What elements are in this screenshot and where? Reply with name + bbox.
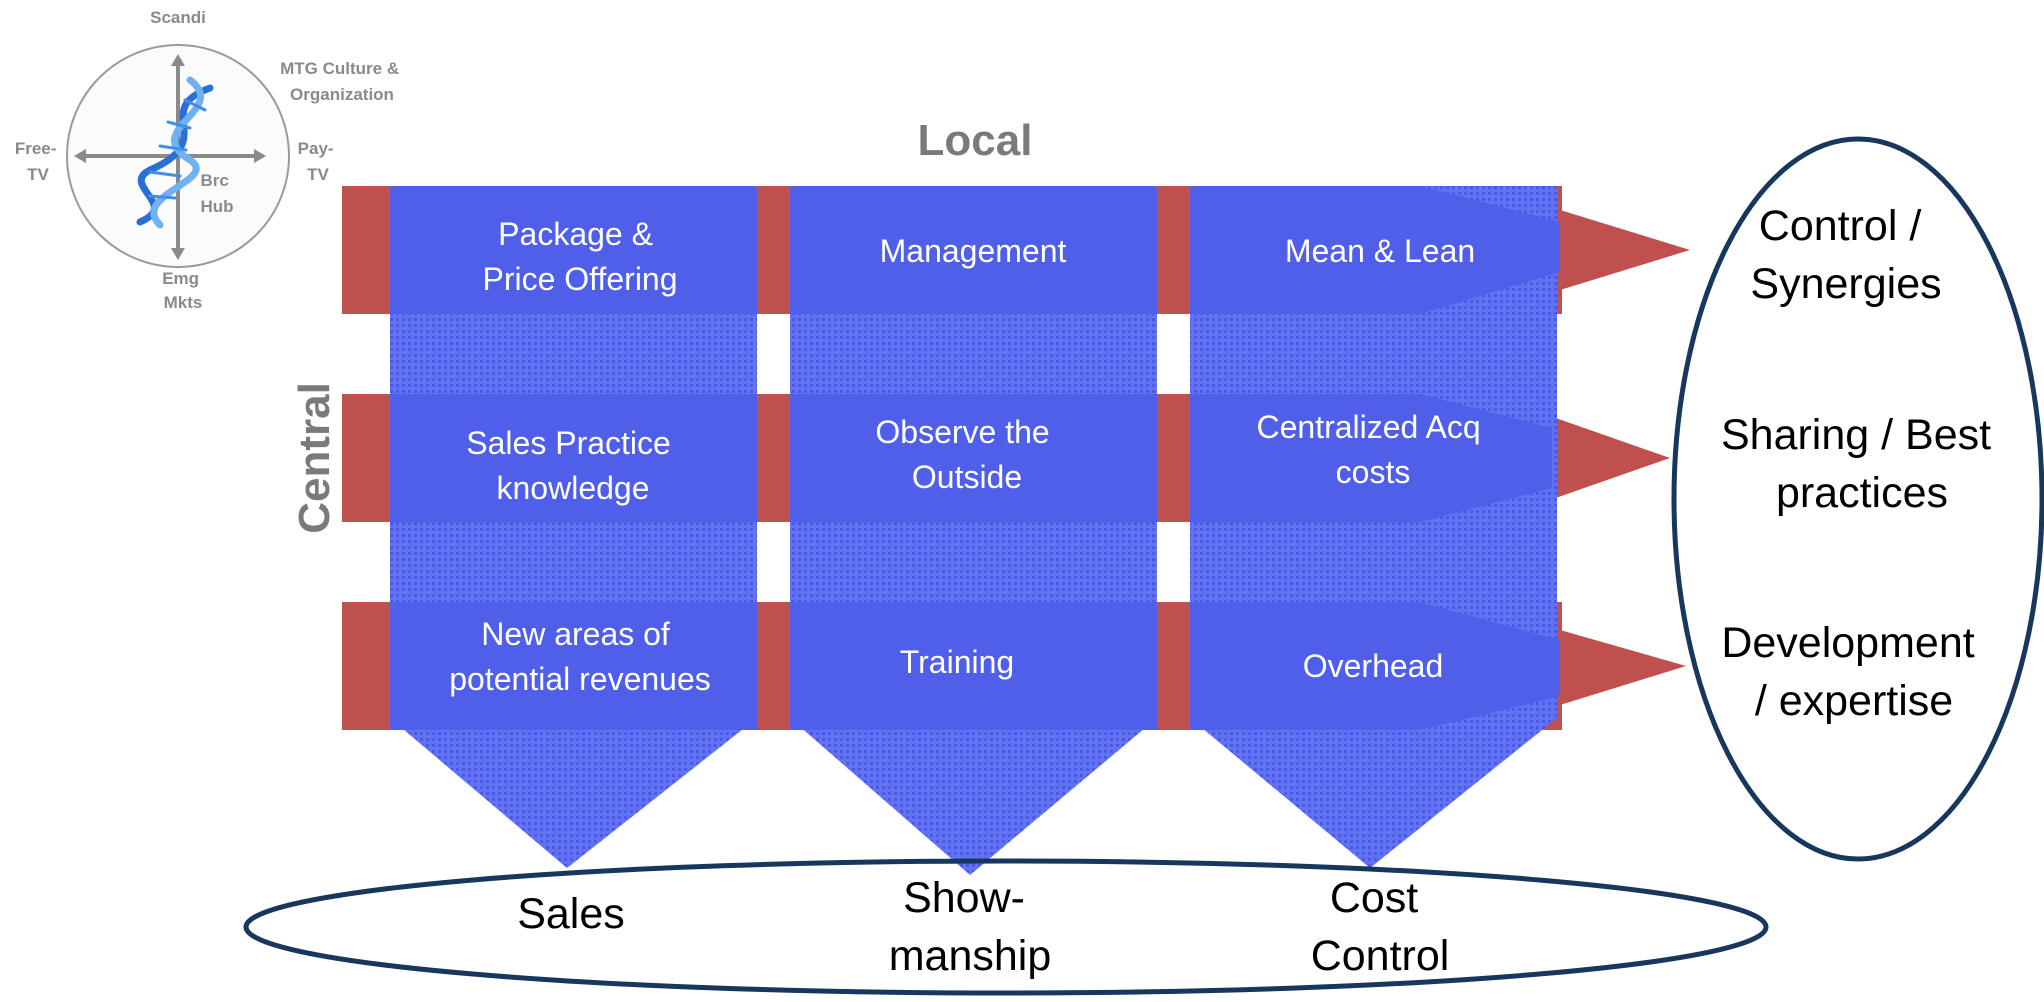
compass-center-label: Brc Hub: [200, 171, 233, 216]
right-oval-shape: [1671, 136, 2044, 862]
cell-label-r2-c2: Observe the Outside: [875, 414, 1058, 495]
arrow-up-icon: [171, 54, 185, 66]
cell-r2-c2: [790, 394, 1157, 522]
compass-bottom-label: Emg Mkts: [162, 269, 204, 312]
cell-r3-c3: [1190, 602, 1560, 730]
arrow-down-icon: [171, 248, 185, 260]
right-oval-label-development: Development / expertise: [1721, 619, 1986, 725]
compass-top-label: Scandi: [150, 8, 206, 27]
cell-r3-c1: [390, 602, 757, 730]
arrow-right-icon: [254, 149, 266, 163]
cell-r1-c3: [1190, 186, 1560, 314]
arrow-left-icon: [74, 149, 86, 163]
bottom-oval-label-sales: Sales: [517, 890, 625, 938]
bottom-oval-label-showmanship: Show- manship: [889, 874, 1052, 980]
bottom-oval-label-cost-control: Cost Control: [1311, 874, 1450, 980]
grid-cells: [390, 186, 1560, 730]
cell-r2-c1: [390, 394, 757, 522]
right-oval-label-control: Control / Synergies: [1750, 202, 1941, 308]
cell-label-r1-c1: Package & Price Offering: [482, 216, 677, 297]
cell-label-r1-c3: Mean & Lean: [1285, 233, 1475, 269]
compass-right-label: Pay- TV: [298, 139, 339, 184]
local-axis-label: Local: [918, 116, 1033, 165]
right-oval: Control / Synergies Sharing / Best pract…: [1671, 136, 2044, 862]
cell-r2-c3: [1190, 394, 1552, 522]
cell-label-r2-c1: Sales Practice knowledge: [466, 425, 679, 506]
cell-r3-c2: [790, 602, 1157, 730]
compass-top-right-label: MTG Culture & Organization: [280, 59, 404, 104]
cell-label-r3-c3: Overhead: [1303, 648, 1444, 684]
bottom-oval-shape: [243, 858, 1769, 996]
cell-r1-c1: [390, 186, 757, 314]
mini-compass: Scandi MTG Culture & Organization Free- …: [15, 8, 404, 312]
bottom-oval: Sales Show- manship Cost Control: [243, 858, 1769, 996]
cell-label-r2-c3: Centralized Acq costs: [1256, 409, 1489, 490]
cell-label-r3-c1: New areas of potential revenues: [449, 616, 711, 697]
cell-r1-c2: [790, 186, 1157, 314]
cell-labels: Package & Price Offering Management Mean…: [449, 216, 1489, 697]
central-axis-label: Central: [290, 382, 339, 534]
cell-label-r1-c2: Management: [880, 233, 1067, 269]
compass-left-label: Free- TV: [15, 139, 61, 184]
right-oval-label-sharing: Sharing / Best practices: [1721, 411, 2003, 517]
dna-helix-icon: [136, 76, 214, 229]
cell-label-r3-c2: Training: [900, 644, 1014, 680]
